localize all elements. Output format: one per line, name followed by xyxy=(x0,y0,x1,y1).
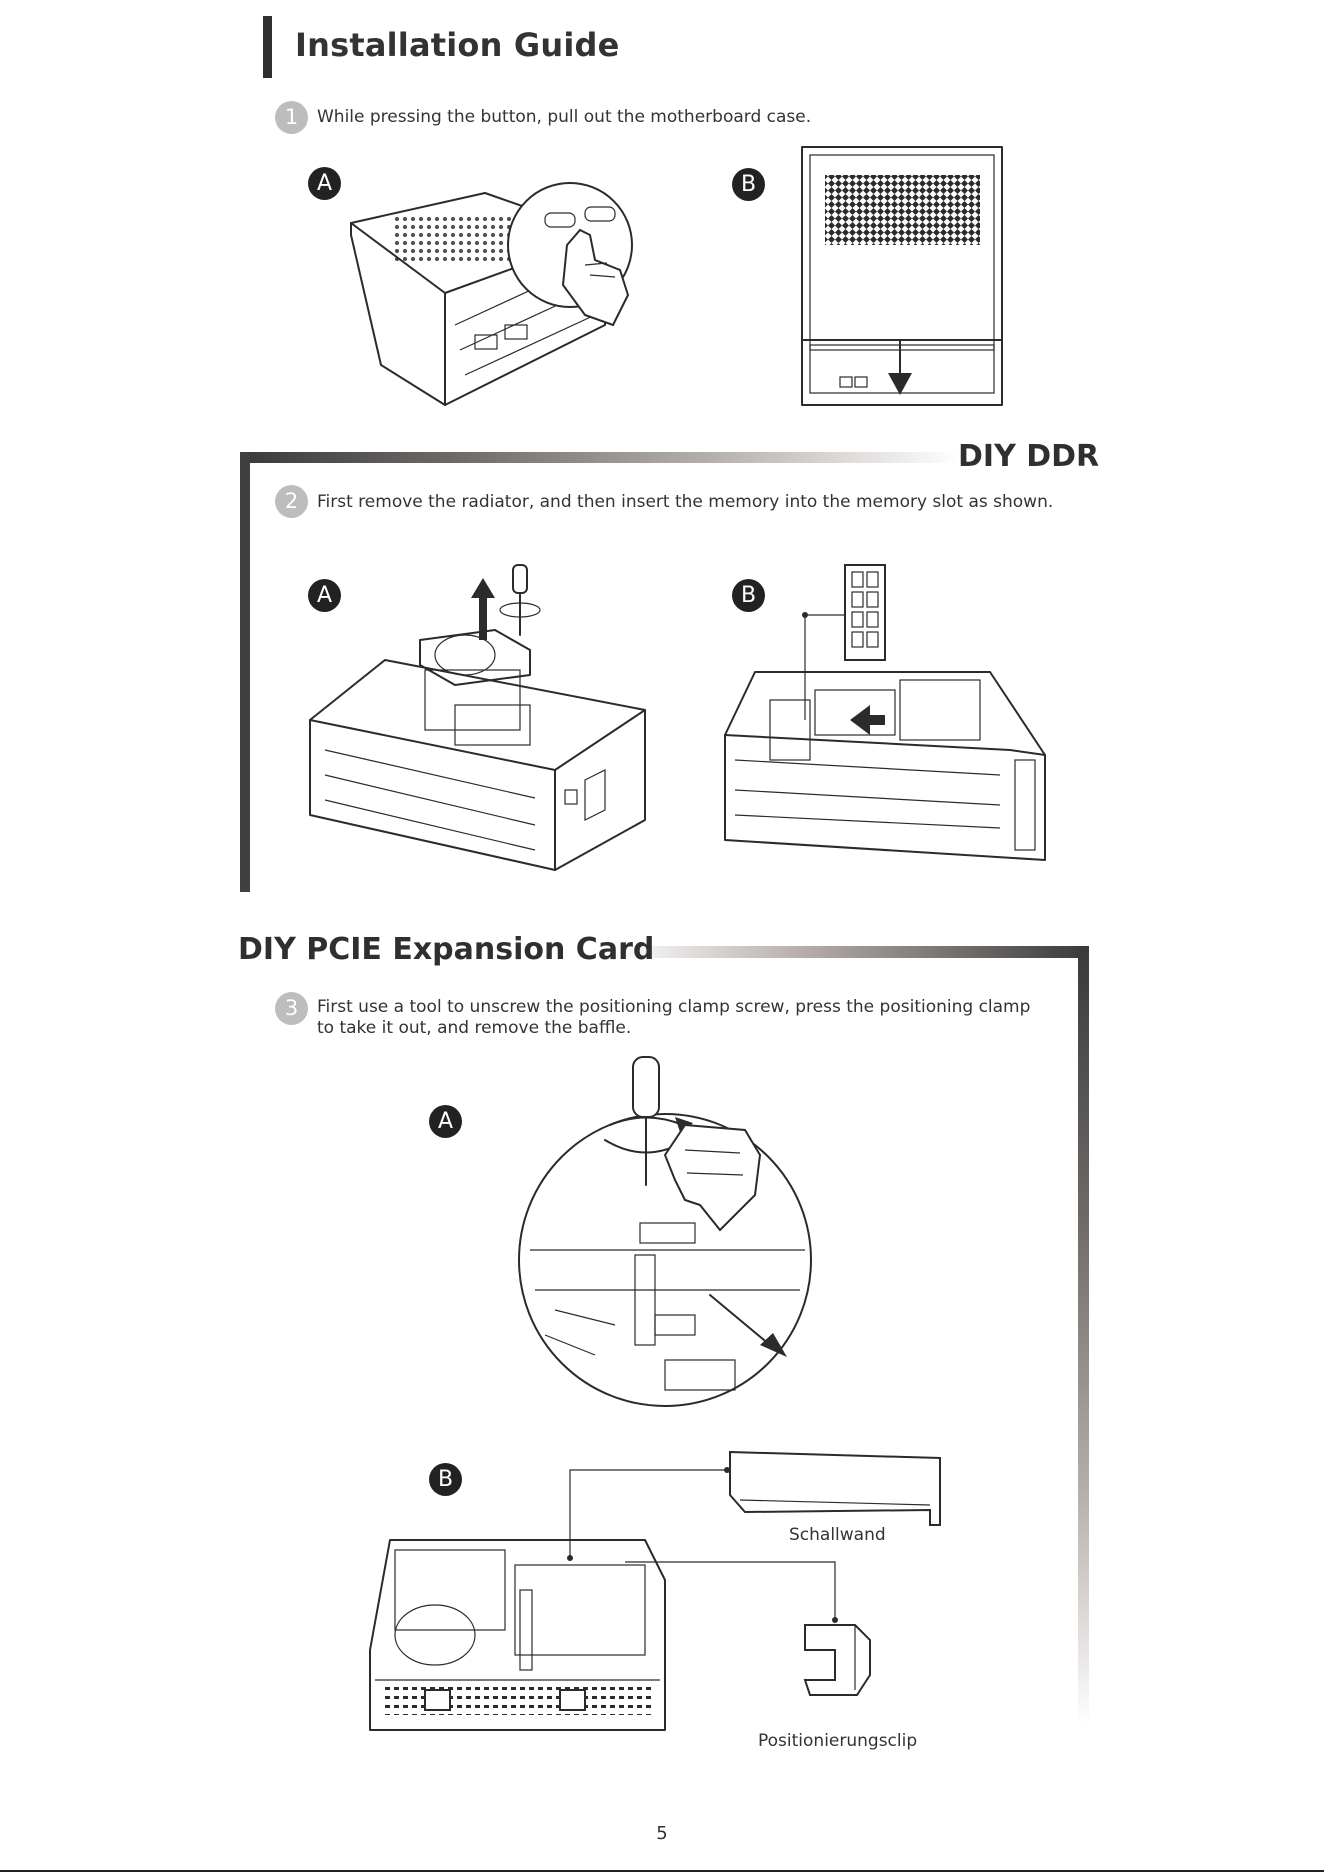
title-accent-bar xyxy=(263,16,272,78)
ddr-section-title: DIY DDR xyxy=(958,439,1100,474)
pcie-section-title: DIY PCIE Expansion Card xyxy=(238,932,655,967)
step-3-figure-a-illustration xyxy=(518,1056,812,1407)
clip-label: Positionierungsclip xyxy=(758,1731,918,1751)
page-title: Installation Guide xyxy=(295,26,620,64)
step-2-text: First remove the radiator, and then inse… xyxy=(317,492,1054,512)
step-3-text: First use a tool to unscrew the position… xyxy=(317,997,1031,1038)
step-1-text: While pressing the button, pull out the … xyxy=(317,107,812,127)
baffle-label: Schallwand xyxy=(789,1525,886,1545)
step-1-figure-a-label: A xyxy=(308,167,341,200)
ddr-section-top-border xyxy=(240,452,960,463)
step-3-figure-b-illustration xyxy=(369,1450,941,1731)
step-2-figure-a-label: A xyxy=(308,579,341,612)
step-3-figure-a-label: A xyxy=(429,1105,462,1138)
step-3-figure-b-label: B xyxy=(429,1463,462,1496)
step-2-number: 2 xyxy=(275,485,308,518)
bottom-rule xyxy=(0,1870,1324,1872)
step-2-figure-b-label: B xyxy=(732,579,765,612)
step-1-figure-b-illustration xyxy=(801,146,1003,406)
step-1-figure-a-illustration xyxy=(350,182,633,406)
pcie-section-top-border xyxy=(612,946,1088,958)
step-2-figure-a-illustration xyxy=(309,564,646,871)
step-1-figure-b-label: B xyxy=(732,168,765,201)
ddr-section-left-border xyxy=(240,452,250,892)
step-2-figure-b-illustration xyxy=(724,564,1046,861)
step-3-number: 3 xyxy=(275,992,308,1025)
page-number: 5 xyxy=(656,1823,668,1844)
step-1-number: 1 xyxy=(275,101,308,134)
pcie-section-right-border xyxy=(1078,946,1089,1726)
